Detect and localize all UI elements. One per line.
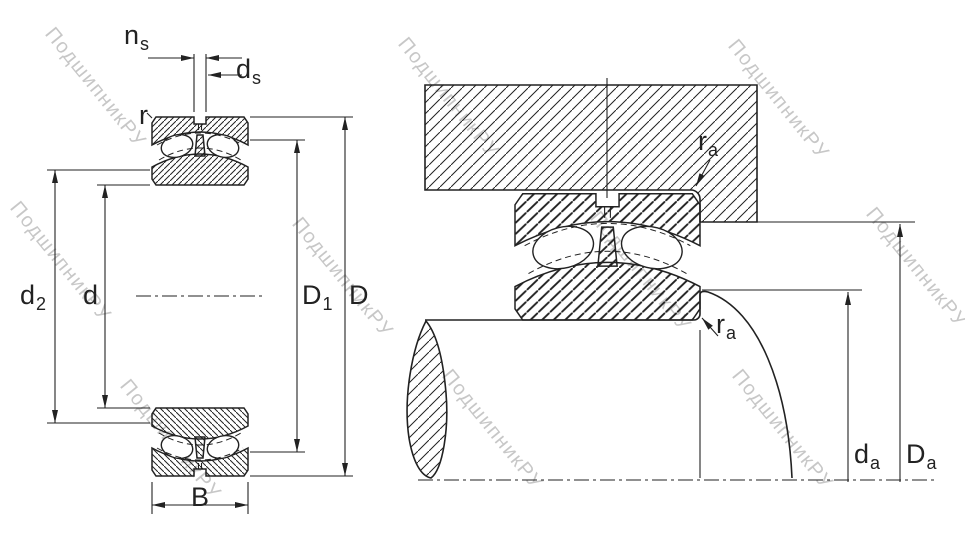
dim-label-D1: D1	[302, 280, 333, 314]
right-view-mounting	[407, 78, 935, 482]
dim-label-D: D	[349, 280, 369, 310]
leader-line-ra-bottom	[702, 318, 718, 336]
dim-label-da: da	[854, 439, 881, 473]
leader-line-r	[147, 113, 152, 118]
leader-line-ra-top	[696, 160, 710, 186]
dim-label-ra-bottom: ra	[716, 309, 737, 343]
shaft-shoulder-outline	[694, 291, 792, 478]
dim-label-ns: ns	[124, 20, 150, 54]
left-view-bearing-section	[47, 54, 353, 514]
housing-section	[425, 85, 757, 222]
shaft-break-section	[407, 321, 447, 478]
bearing-bottom-half	[151, 407, 249, 477]
dim-label-d2: d2	[20, 280, 47, 314]
dim-label-B: B	[191, 482, 210, 512]
dim-label-Da: Da	[906, 439, 937, 473]
dim-label-ds: ds	[236, 54, 262, 88]
dim-label-d: d	[83, 280, 99, 310]
bearing-top-half	[151, 116, 249, 186]
mounted-bearing-section	[513, 192, 702, 322]
dim-label-r: r	[139, 100, 148, 130]
dim-label-ra-top: ra	[698, 126, 719, 160]
